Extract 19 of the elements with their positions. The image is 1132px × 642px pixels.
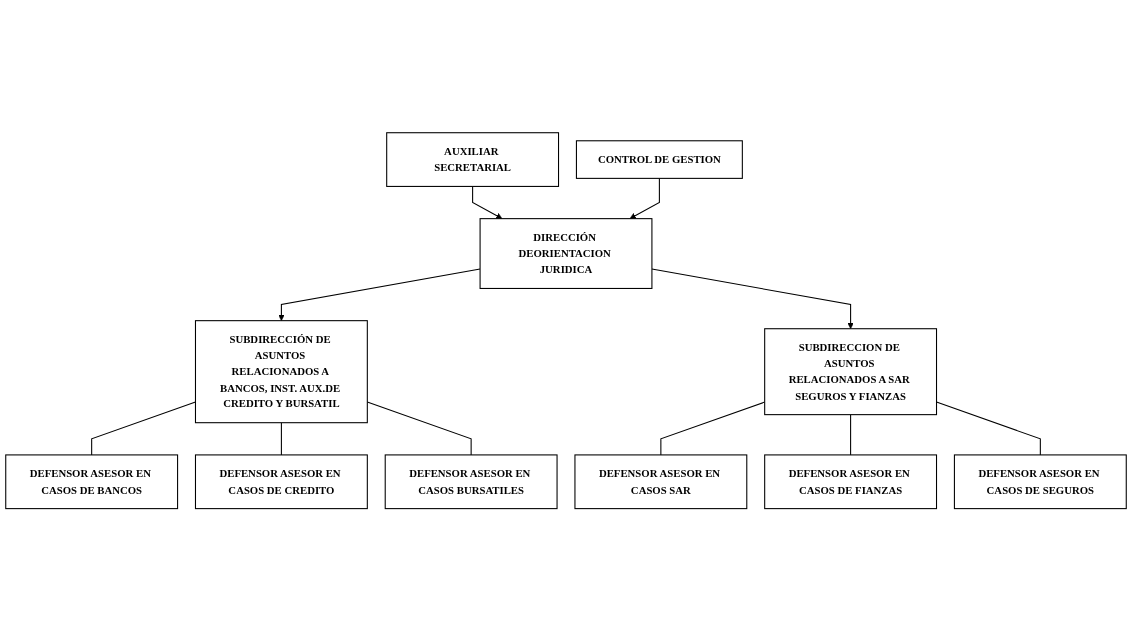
node-box: DEFENSOR ASESOR EN CASOS SAR (574, 454, 748, 510)
node-box: DIRECCIÓN DEORIENTACION JURIDICA (479, 218, 653, 290)
node-box: DEFENSOR ASESOR EN CASOS BURSATILES (384, 454, 558, 510)
node-box: AUXILIAR SECRETARIAL (386, 132, 560, 188)
connector (91, 401, 196, 456)
node-box: DEFENSOR ASESOR EN CASOS DE BANCOS (5, 454, 179, 510)
connector (936, 401, 1041, 456)
arrow (651, 268, 854, 330)
node-box: SUBDIRECCION DE ASUNTOS RELACIONADOS A SAR SEGUROS Y FIANZAS (764, 328, 938, 416)
node-box: DEFENSOR ASESOR EN CASOS DE FIANZAS (764, 454, 938, 510)
arrow (629, 178, 660, 220)
node-box: CONTROL DE GESTION (575, 140, 743, 180)
node-box: DEFENSOR ASESOR EN CASOS DE CREDITO (194, 454, 368, 510)
arrow (278, 268, 481, 322)
node-box: SUBDIRECCIÓN DE ASUNTOS RELACIONADOS A BANCOS, INST. AUX.DE CREDITO Y BURSATIL (194, 320, 368, 424)
node-box: DEFENSOR ASESOR EN CASOS DE SEGUROS (953, 454, 1127, 510)
connector (280, 422, 282, 456)
connector (850, 414, 852, 456)
arrow (472, 186, 503, 220)
